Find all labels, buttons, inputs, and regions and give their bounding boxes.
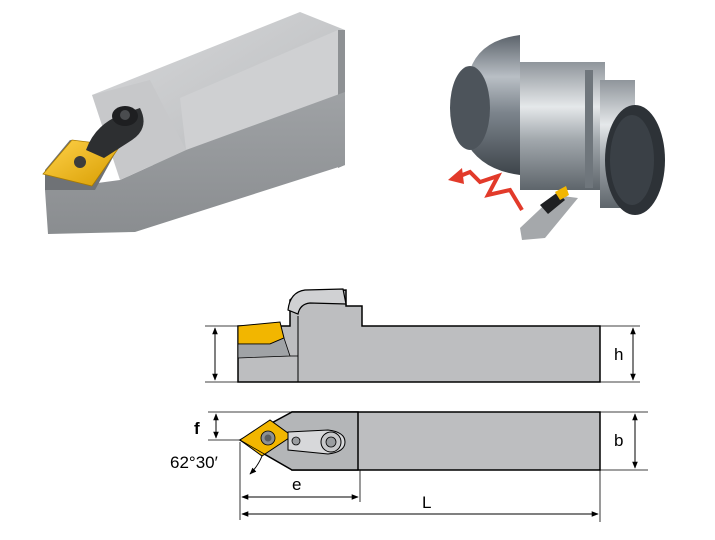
clamp-screw-inner bbox=[325, 436, 337, 448]
tool-shank-small bbox=[520, 195, 578, 240]
flow-arrow-path bbox=[454, 169, 524, 212]
label-f: f bbox=[194, 419, 200, 438]
side-view bbox=[237, 288, 601, 383]
holder-3d-render bbox=[42, 12, 345, 234]
tool-insert-small bbox=[555, 186, 569, 200]
label-h: h bbox=[614, 345, 623, 364]
label-L: L bbox=[422, 493, 431, 512]
dimension-angle: 62°30′ bbox=[170, 439, 293, 475]
dimension-b: b bbox=[600, 411, 648, 471]
workpiece-end bbox=[450, 66, 490, 150]
insert-hole-3d bbox=[74, 156, 86, 168]
workpiece-groove bbox=[585, 70, 593, 188]
top-view bbox=[238, 411, 601, 471]
clamp-pin bbox=[291, 436, 301, 446]
turning-operation-render bbox=[448, 35, 665, 240]
flow-arrow-head bbox=[448, 168, 464, 184]
dimension-left-height bbox=[205, 325, 238, 383]
workpiece-face-inner bbox=[610, 115, 654, 205]
label-angle: 62°30′ bbox=[170, 453, 218, 472]
shank-plateau bbox=[180, 30, 345, 150]
dimension-e: e bbox=[239, 442, 361, 520]
side-view-shim bbox=[237, 337, 291, 359]
insert-hole-inner bbox=[264, 434, 272, 442]
dimension-f: f bbox=[194, 411, 292, 441]
label-e: e bbox=[292, 475, 301, 494]
clamp-screw-socket-3d bbox=[120, 110, 130, 120]
dimension-L: L bbox=[241, 470, 601, 522]
side-view-clamp bbox=[287, 288, 347, 315]
dimension-h: h bbox=[600, 325, 640, 383]
label-b: b bbox=[614, 431, 623, 450]
shank-front-face bbox=[45, 92, 345, 234]
